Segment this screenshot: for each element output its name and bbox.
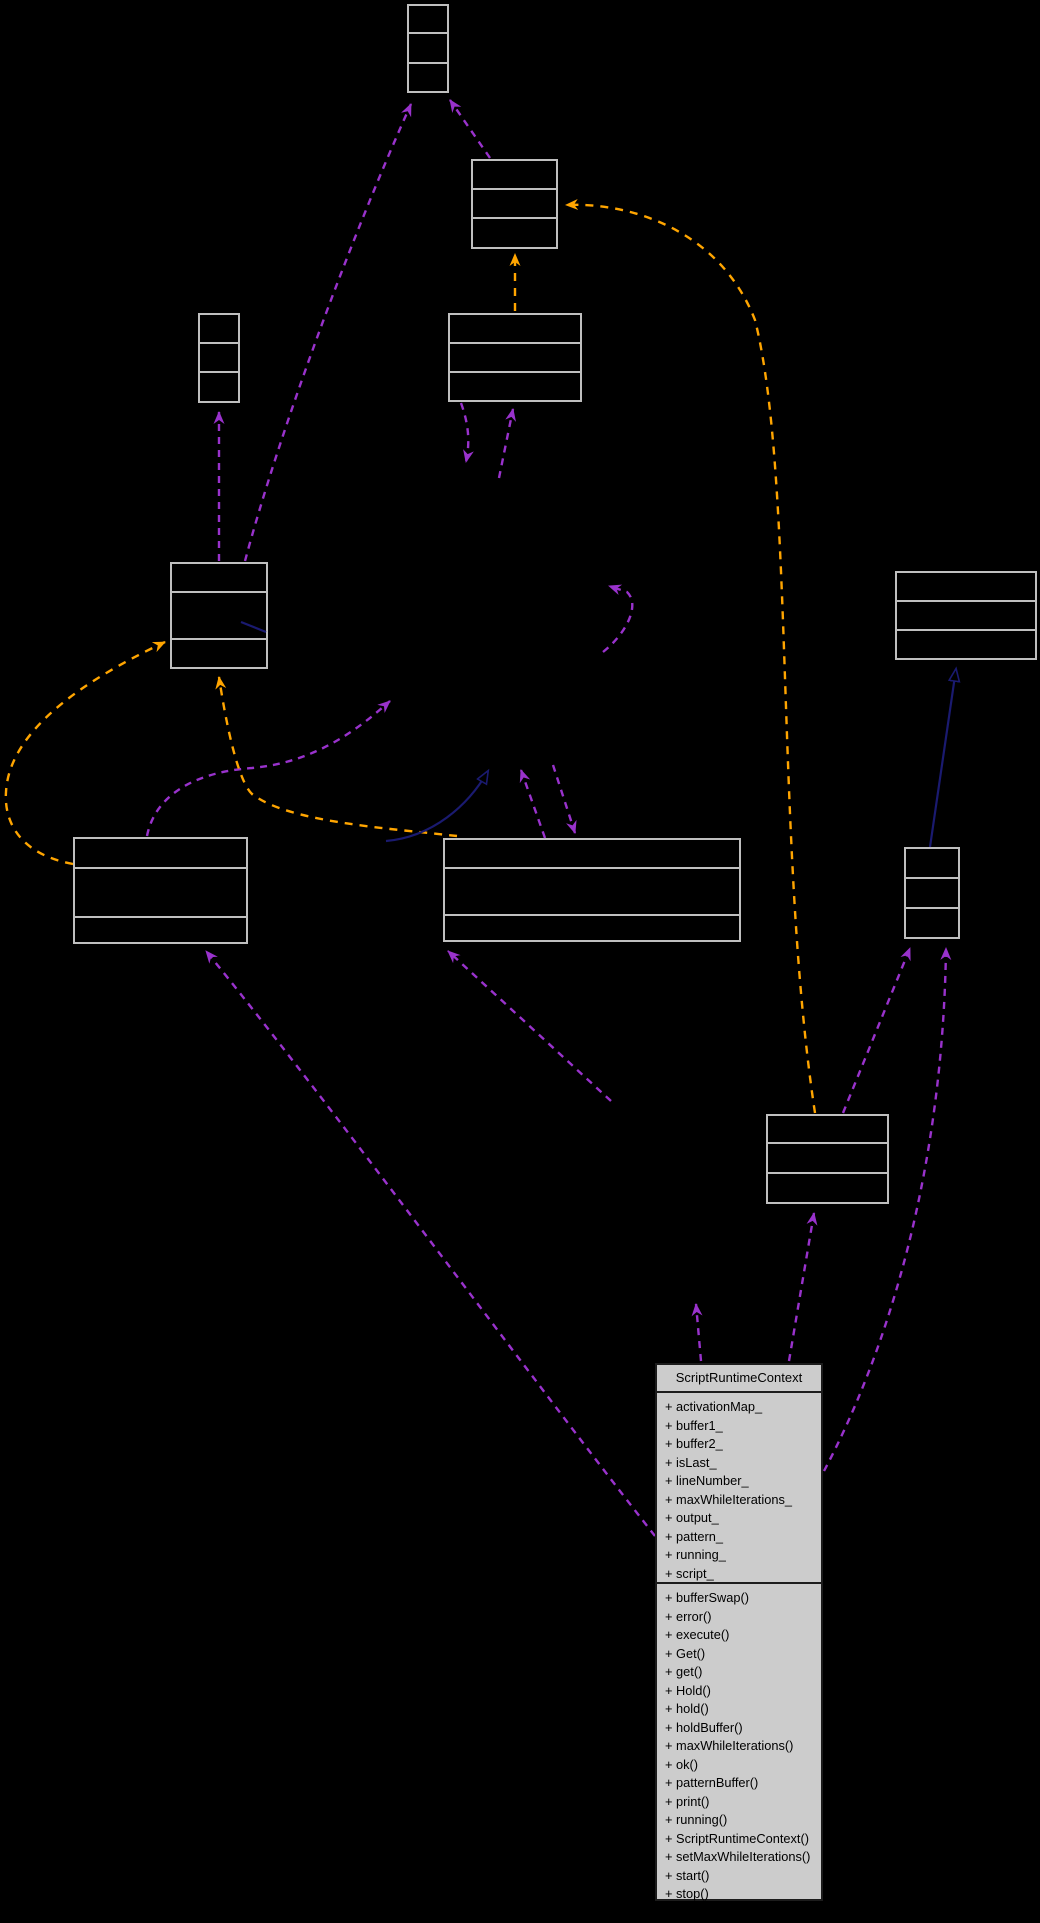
member-row: + stop() [665,1886,709,1901]
inheritance-edges [240,620,956,848]
usage-edge-down-into-lowermid [551,764,577,834]
template-edges [4,198,817,1114]
focus-class-node[interactable]: ScriptRuntimeContext + activationMap_ + b… [655,1363,823,1901]
class-node-small-right[interactable] [904,847,960,939]
class-node-above-focus[interactable] [766,1114,889,1204]
member-row: + Hold() [665,1682,711,1698]
focus-class-methods: + bufferSwap() + error() + execute() + Get(… [657,1582,821,1903]
member-row: + get() [665,1664,703,1679]
focus-class-title: ScriptRuntimeContext [657,1365,821,1393]
member-row: + isLast_ [665,1454,717,1470]
member-row: + activationMap_ [665,1399,763,1414]
class-node-right[interactable] [895,571,1037,660]
template-edge-lowermid-to-left [215,676,458,838]
inheritance-edge-smallright-to-right [928,669,956,848]
usage-edge-focus-up-short [691,1303,703,1362]
member-row: + pattern_ [665,1528,723,1544]
template-edge-lowerleft-to-left [4,640,166,866]
member-row: + print() [665,1793,710,1809]
usage-edge-down-from-midwide [459,402,474,463]
member-row: + hold() [665,1701,709,1716]
usage-edge-up-into-midwide [497,408,517,479]
usage-edge-lowerleft-up-right [145,700,391,837]
inheritance-edge-curved [385,771,488,843]
class-node-lower-left[interactable] [73,837,248,944]
member-row: + maxWhileIterations() [665,1738,794,1753]
member-row: + script_ [665,1565,714,1581]
member-row: + ok() [665,1756,699,1772]
class-node-small-left[interactable] [198,313,240,403]
member-row: + patternBuffer() [665,1775,759,1790]
inheritance-edge-stub-left [240,620,267,634]
class-node-mid-wide[interactable] [448,313,582,402]
member-row: + start() [665,1867,710,1883]
member-row: + execute() [665,1627,730,1642]
member-row: + bufferSwap() [665,1590,750,1605]
member-row: + ScriptRuntimeContext() [665,1830,810,1846]
usage-edge-focus-to-lowerleft [205,950,656,1537]
member-row: + running() [665,1812,728,1827]
usage-edge-focus-to-smallright [822,947,952,1472]
member-row: + buffer1_ [665,1417,723,1433]
usage-edge-to-lowermid-bottom [447,950,612,1102]
member-row: + error() [665,1608,712,1624]
member-row: + maxWhileIterations_ [665,1491,792,1507]
usage-edge-focus-to-abovefocus [787,1212,818,1362]
member-row: + running_ [665,1547,726,1562]
usage-edge-lowermid-up-left [519,769,547,839]
class-node-left[interactable] [170,562,268,669]
member-row: + lineNumber_ [665,1473,749,1488]
member-row: + output_ [665,1510,719,1525]
usage-edges [145,99,952,1537]
member-row: + Get() [665,1645,706,1661]
class-node-upper-mid[interactable] [471,159,558,249]
template-edge-abovefocus-to-uppermid [565,198,817,1114]
member-row: + buffer2_ [665,1436,723,1451]
member-row: + holdBuffer() [665,1719,743,1735]
usage-edge-abovefocus-to-smallright [841,947,912,1114]
usage-edge-small-loop [602,584,634,653]
class-node-lower-mid[interactable] [443,838,741,942]
class-node-top[interactable] [407,4,449,93]
usage-edge-uppermid-to-top [449,99,491,159]
usage-edge-left-to-top [243,103,413,562]
member-row: + setMaxWhileIterations() [665,1849,811,1864]
focus-class-fields: + activationMap_ + buffer1_ + buffer2_ + is… [657,1393,821,1582]
